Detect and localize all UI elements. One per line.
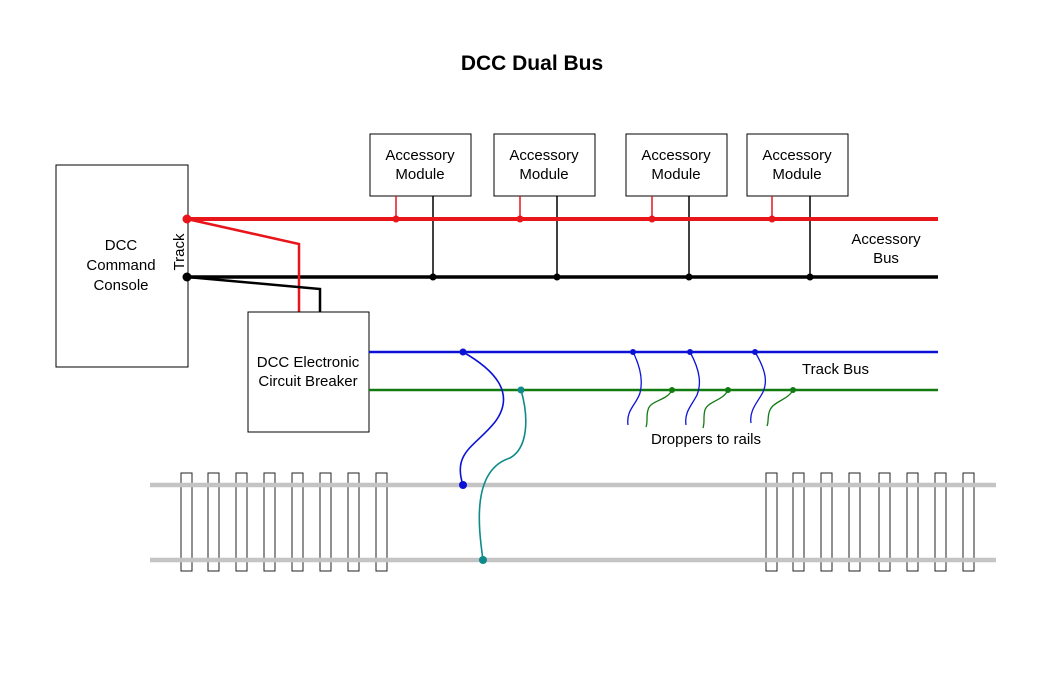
junction-dot bbox=[392, 215, 400, 223]
command-console-box bbox=[55, 164, 189, 368]
track-tie bbox=[848, 472, 861, 572]
junction-dot bbox=[752, 349, 758, 355]
junction-dot bbox=[429, 273, 437, 281]
junction-dot bbox=[669, 387, 675, 393]
accessory-module-4: Accessory Module bbox=[746, 133, 849, 197]
accessory-module-3: Accessory Module bbox=[625, 133, 728, 197]
accessory-module-box bbox=[625, 133, 728, 197]
dropper-wire bbox=[645, 389, 673, 428]
rail-feeder-wire bbox=[478, 389, 527, 561]
diagram-title: DCC Dual Bus bbox=[461, 52, 603, 75]
accessory-module-label-line1: Accessory bbox=[641, 147, 711, 164]
accessory-bus-label-line2: Bus bbox=[873, 250, 899, 267]
droppers-label: Droppers to rails bbox=[651, 431, 761, 448]
console-label-line3: Console bbox=[93, 277, 148, 294]
console-label-line1: DCC bbox=[105, 237, 138, 254]
track-tie bbox=[792, 472, 805, 572]
track-tie bbox=[878, 472, 891, 572]
accessory-module-label-line2: Module bbox=[651, 166, 700, 183]
track-tie bbox=[319, 472, 332, 572]
dropper-wire bbox=[702, 389, 729, 429]
track-bus-label: Track Bus bbox=[802, 361, 869, 378]
accessory-module-label-line1: Accessory bbox=[509, 147, 579, 164]
rail-feeder-wire bbox=[459, 351, 505, 486]
junction-dot bbox=[685, 273, 693, 281]
junction-dot bbox=[630, 349, 636, 355]
accessory-module-label-line1: Accessory bbox=[762, 147, 832, 164]
accessory-module-drops bbox=[395, 196, 811, 277]
accessory-module-label-line1: Accessory bbox=[385, 147, 455, 164]
track-tie bbox=[962, 472, 975, 572]
track-tie bbox=[347, 472, 360, 572]
track-tie bbox=[906, 472, 919, 572]
breaker-label-line1: DCC Electronic bbox=[257, 354, 360, 371]
accessory-module-label-line2: Module bbox=[395, 166, 444, 183]
breaker-label-line2: Circuit Breaker bbox=[258, 373, 357, 390]
track-tie bbox=[291, 472, 304, 572]
junction-dot bbox=[687, 349, 693, 355]
track-tie bbox=[934, 472, 947, 572]
command-console: DCC Command Console Track bbox=[55, 164, 189, 368]
accessory-module-2: Accessory Module bbox=[493, 133, 596, 197]
dropper-wire bbox=[766, 389, 794, 427]
circuit-breaker: DCC Electronic Circuit Breaker bbox=[247, 311, 370, 433]
junction-dot bbox=[517, 386, 525, 394]
track-output-label: Track bbox=[171, 233, 188, 270]
accessory-bus-label-line1: Accessory bbox=[851, 231, 921, 248]
track-tie bbox=[180, 472, 193, 572]
junction-dot bbox=[648, 215, 656, 223]
accessory-module-label-line2: Module bbox=[772, 166, 821, 183]
breaker-common-feed bbox=[186, 275, 322, 312]
console-label-line2: Command bbox=[86, 257, 155, 274]
track-ties bbox=[180, 472, 975, 572]
junction-dot bbox=[790, 387, 796, 393]
track bbox=[150, 472, 996, 572]
accessory-module-box bbox=[493, 133, 596, 197]
accessory-module-1: Accessory Module bbox=[369, 133, 472, 197]
junction-dot bbox=[768, 215, 776, 223]
droppers bbox=[627, 349, 796, 429]
track-tie bbox=[765, 472, 778, 572]
rail-feeder-terminal bbox=[479, 556, 487, 564]
accessory-bus-junctions bbox=[182, 214, 814, 282]
junction-dot bbox=[806, 273, 814, 281]
circuit-breaker-box bbox=[247, 311, 370, 433]
track-tie bbox=[263, 472, 276, 572]
track-tie bbox=[820, 472, 833, 572]
junction-dot bbox=[553, 273, 561, 281]
junction-dot bbox=[725, 387, 731, 393]
rail-feeder-terminal bbox=[459, 481, 467, 489]
breaker-positive-feed bbox=[186, 217, 301, 312]
track-tie bbox=[235, 472, 248, 572]
junction-dot bbox=[459, 348, 467, 356]
track-tie bbox=[375, 472, 388, 572]
dropper-wire bbox=[750, 351, 767, 424]
accessory-module-box bbox=[369, 133, 472, 197]
dropper-wire bbox=[627, 351, 642, 426]
junction-dot bbox=[516, 215, 524, 223]
accessory-module-box bbox=[746, 133, 849, 197]
dropper-wire bbox=[685, 351, 701, 426]
track-tie bbox=[207, 472, 220, 572]
accessory-module-label-line2: Module bbox=[519, 166, 568, 183]
